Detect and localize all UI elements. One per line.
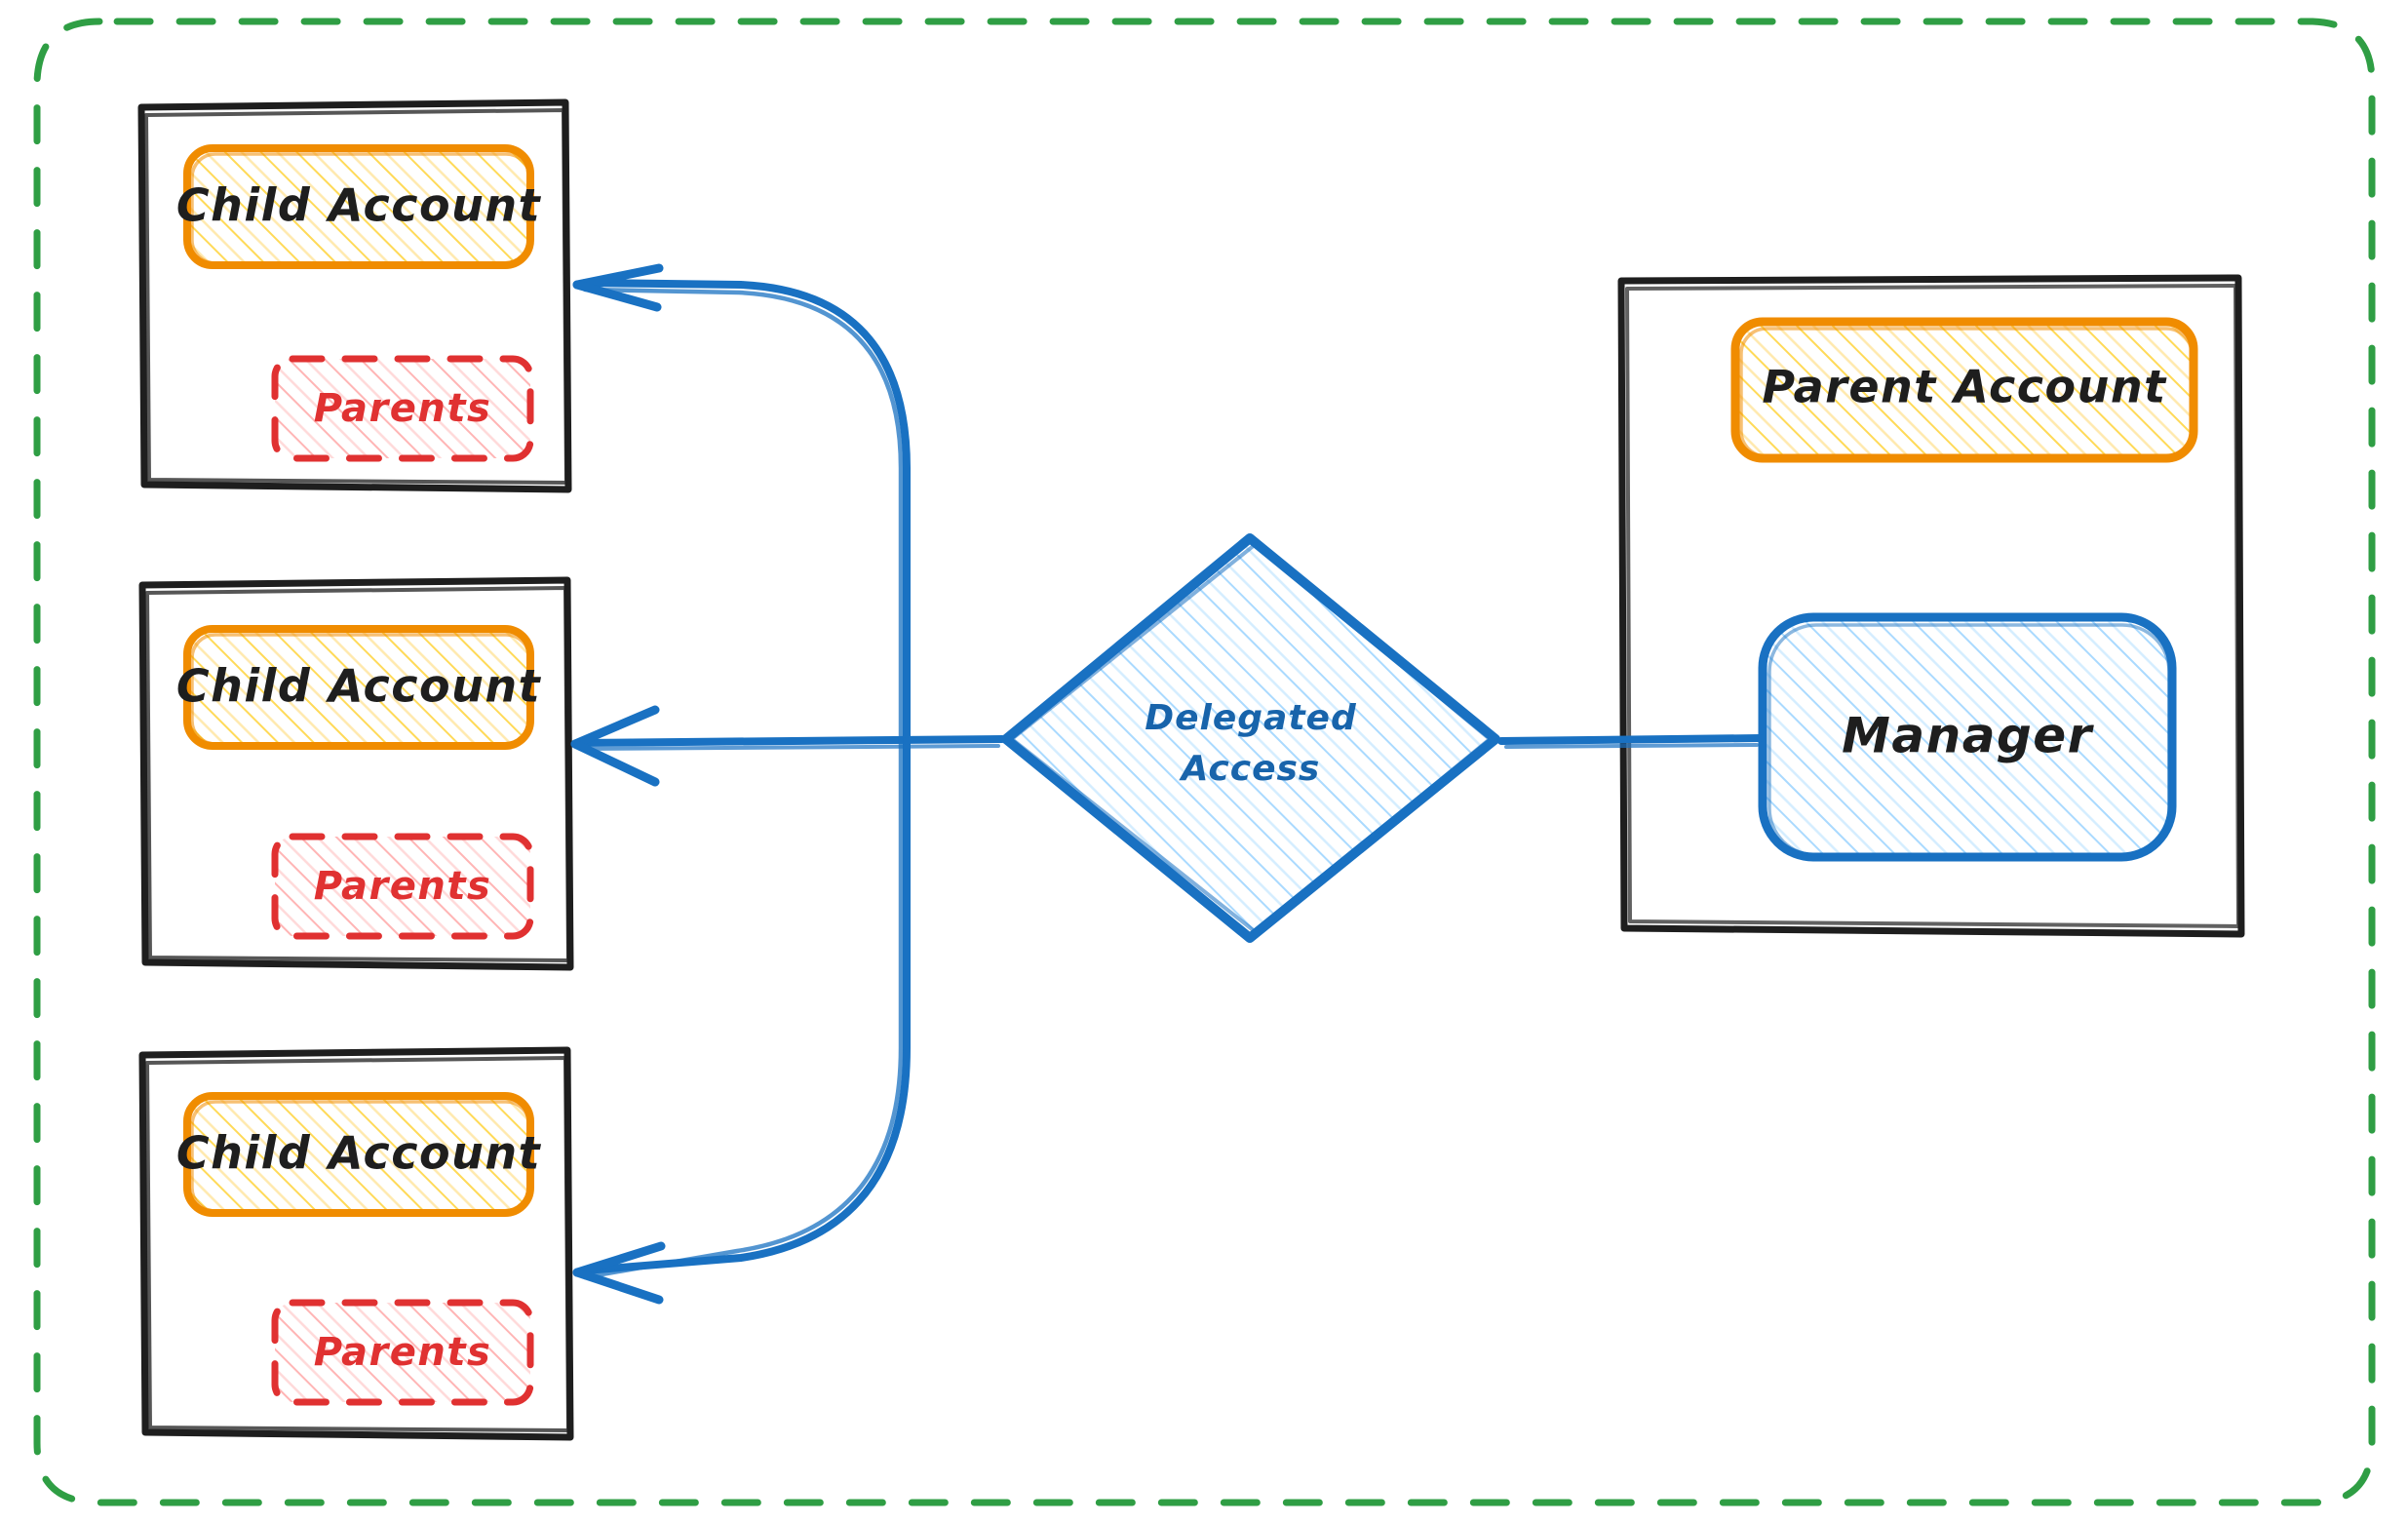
parent-account-box[interactable]: Parent Account xyxy=(1730,317,2198,463)
manager-box[interactable]: Manager xyxy=(1758,612,2177,862)
connector-delegated-access-to-child-2[interactable] xyxy=(570,705,1006,787)
connector-delegated-access-to-child-3[interactable] xyxy=(572,737,911,1305)
connector-delegated-access-to-child-1[interactable] xyxy=(572,263,911,745)
parents-box-2[interactable]: Parents xyxy=(271,833,534,940)
arrowhead-child-3 xyxy=(572,1241,666,1305)
parents-box-3[interactable]: Parents xyxy=(271,1299,534,1406)
organization-boundary xyxy=(33,18,2376,1506)
parent-account-label: Parent Account xyxy=(1762,361,2167,413)
delegated-access-label-line1: Delegated xyxy=(1145,698,1357,738)
connector-manager-to-delegated-access[interactable] xyxy=(1497,734,1765,749)
child-account-box-1[interactable]: Child Account xyxy=(176,144,542,269)
child-account-box-2[interactable]: Child Account xyxy=(176,625,542,750)
child-account-label-3: Child Account xyxy=(176,1127,542,1180)
parents-label-2: Parents xyxy=(314,864,492,909)
parents-box-1[interactable]: Parents xyxy=(271,355,534,462)
parents-label-1: Parents xyxy=(314,386,492,431)
child-account-box-3[interactable]: Child Account xyxy=(176,1092,542,1217)
child-account-label-2: Child Account xyxy=(176,660,542,713)
manager-label: Manager xyxy=(1842,708,2095,764)
arrowhead-child-2 xyxy=(570,705,660,787)
delegated-access-label-line2: Access xyxy=(1179,749,1321,789)
arrowhead-child-1 xyxy=(572,263,664,312)
parents-label-3: Parents xyxy=(314,1330,492,1375)
child-account-label-1: Child Account xyxy=(176,179,542,232)
delegated-access-diamond[interactable]: Delegated Access xyxy=(1001,533,1500,943)
